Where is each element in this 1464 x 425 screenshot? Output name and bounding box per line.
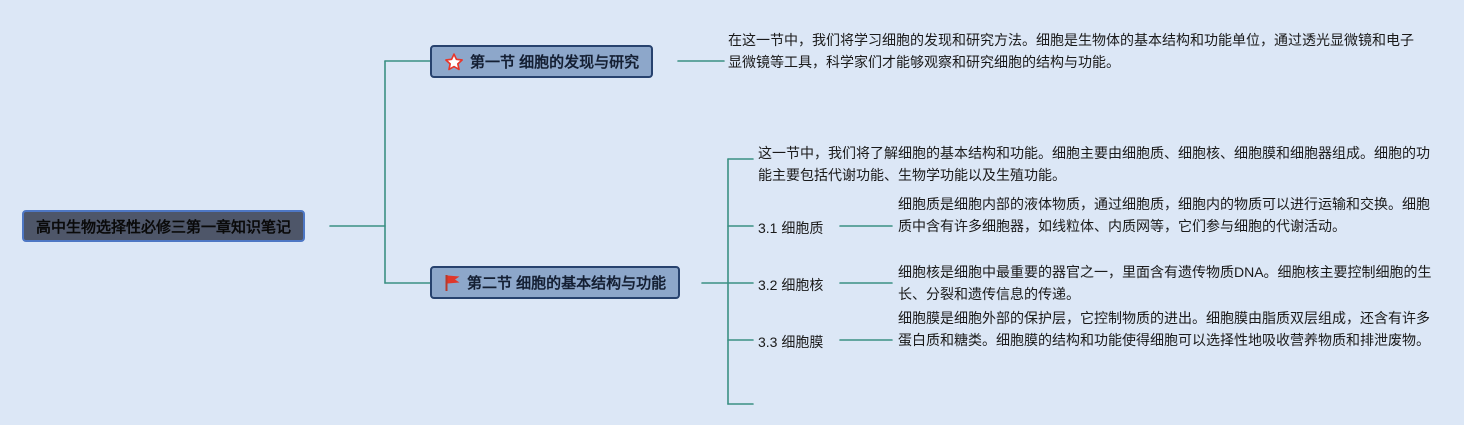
child-node-nucleus[interactable]: 3.2 细胞核	[758, 277, 824, 293]
section2-intro: 这一节中，我们将了解细胞的基本结构和功能。细胞主要由细胞质、细胞核、细胞膜和细胞…	[758, 145, 1430, 183]
section1-label: 第一节 细胞的发现与研究	[470, 54, 640, 71]
section2-label: 第二节 细胞的基本结构与功能	[467, 275, 667, 292]
root-node-label: 高中生物选择性必修三第一章知识笔记	[36, 218, 292, 236]
section2-node[interactable]: 第二节 细胞的基本结构与功能	[430, 266, 681, 299]
child-membrane-description: 细胞膜是细胞外部的保护层，它控制物质的进出。细胞膜由脂质双层组成，还含有许多蛋白…	[898, 310, 1430, 348]
root-node[interactable]: 高中生物选择性必修三第一章知识笔记	[22, 210, 306, 242]
child-nucleus-description: 细胞核是细胞中最重要的器官之一，里面含有遗传物质DNA。细胞核主要控制细胞的生长…	[898, 264, 1432, 302]
child-cytoplasm-description: 细胞质是细胞内部的液体物质，通过细胞质，细胞内的物质可以进行运输和交换。细胞质中…	[898, 196, 1430, 234]
child-node-membrane[interactable]: 3.3 细胞膜	[758, 334, 824, 350]
section1-description: 在这一节中，我们将学习细胞的发现和研究方法。细胞是生物体的基本结构和功能单位，通…	[728, 32, 1414, 70]
flag-icon	[444, 274, 461, 292]
child-node-cytoplasm[interactable]: 3.1 细胞质	[758, 220, 824, 236]
star-icon	[444, 52, 464, 72]
section1-node[interactable]: 第一节 细胞的发现与研究	[430, 45, 654, 78]
